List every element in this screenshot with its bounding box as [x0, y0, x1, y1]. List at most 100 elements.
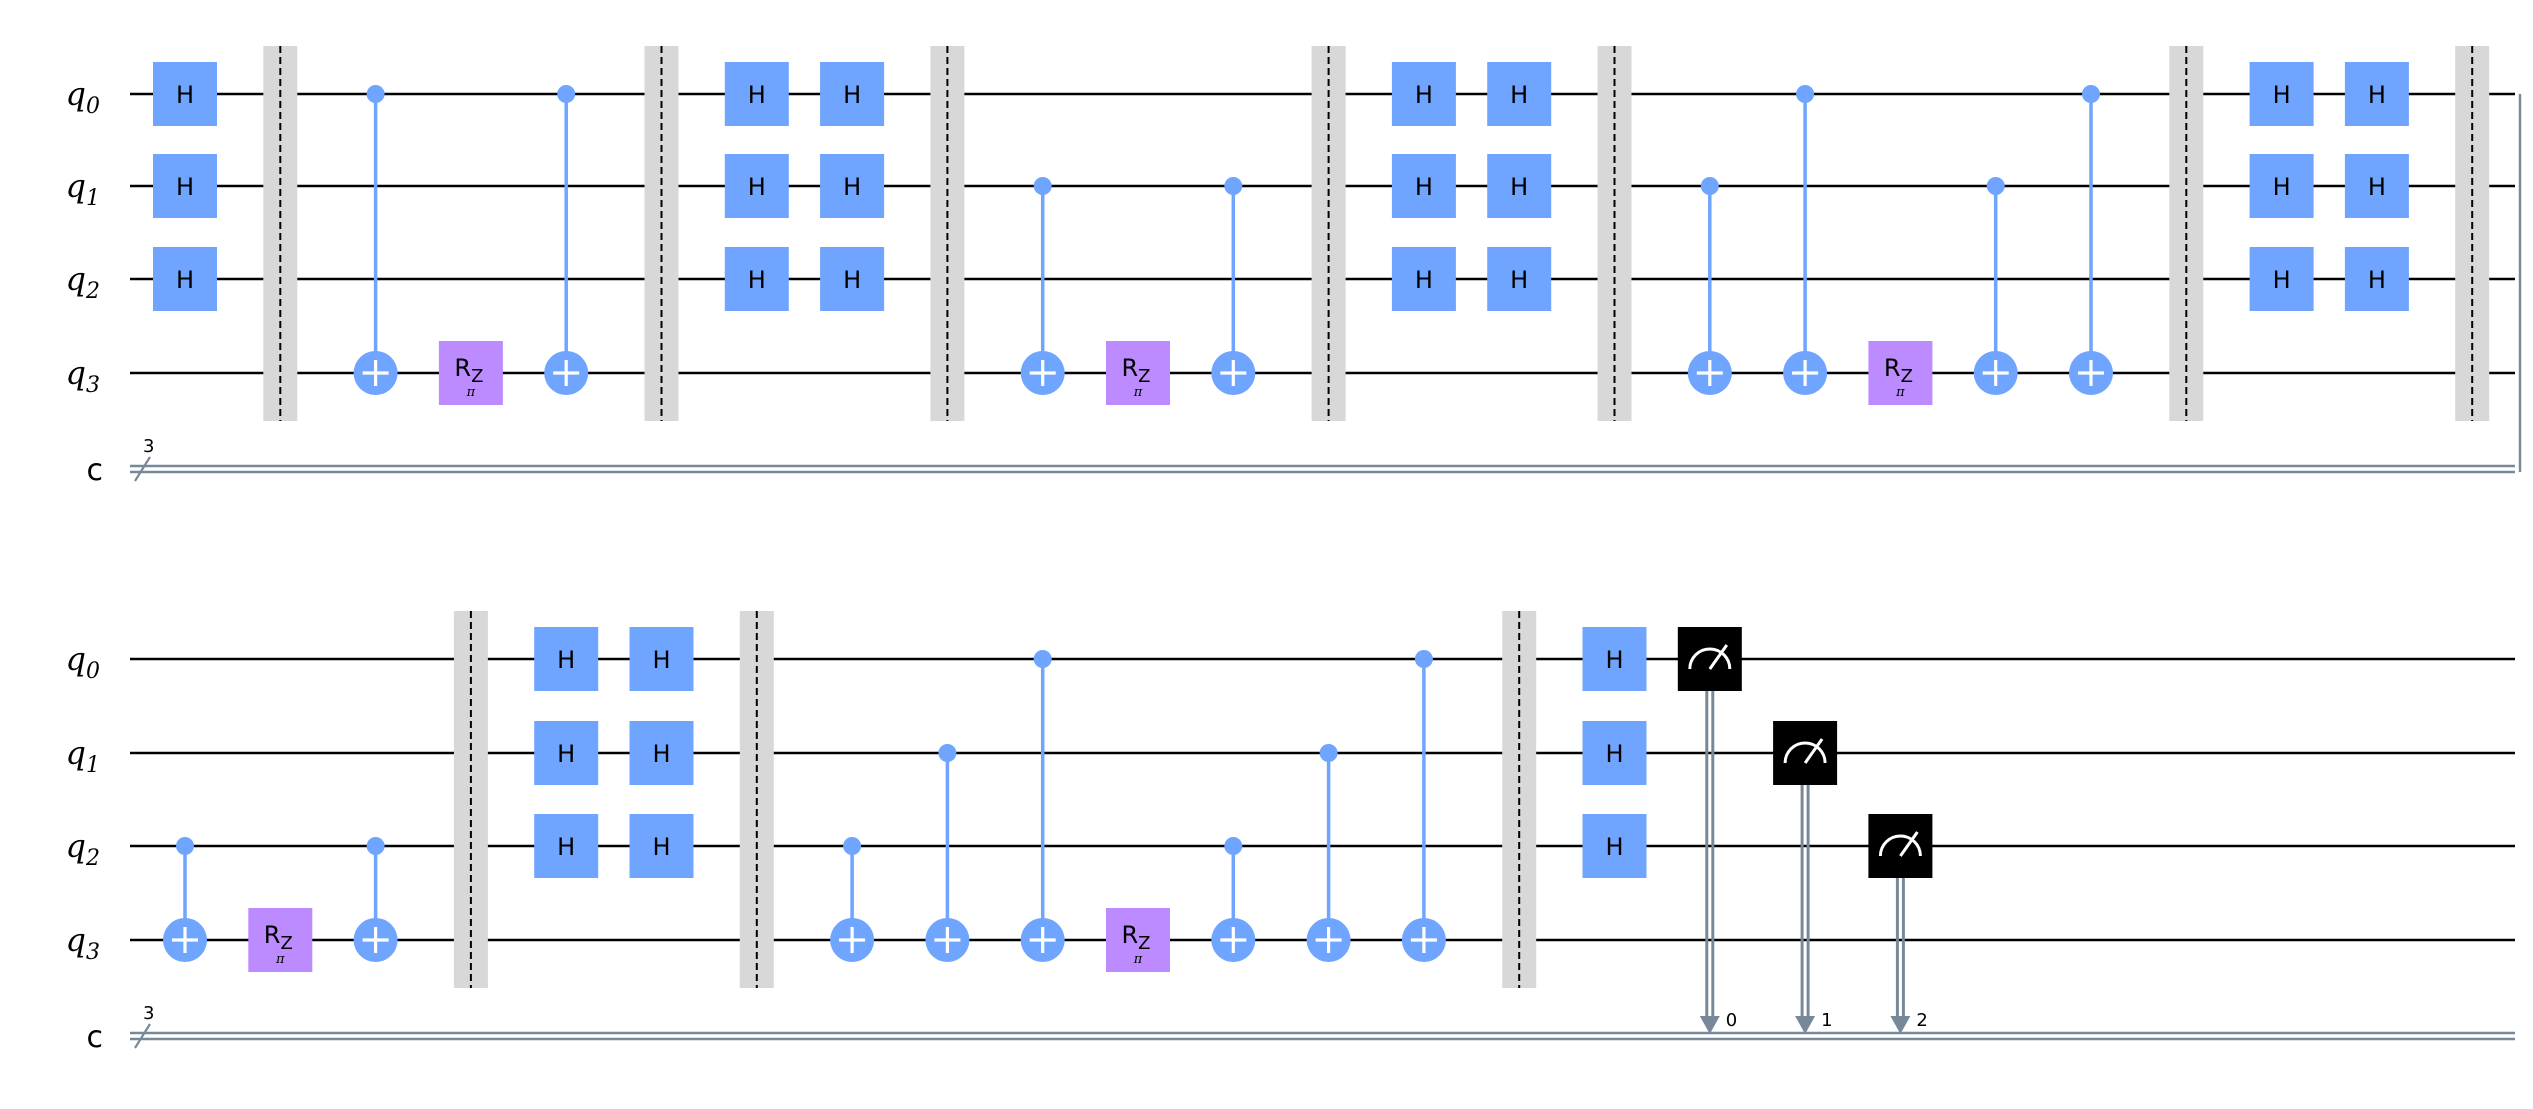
qubit-label: q3 [66, 921, 100, 965]
cnot-control-dot [938, 744, 957, 762]
hadamard-gate-label: H [1605, 740, 1623, 768]
hadamard-gate-label: H [2368, 266, 2386, 294]
cnot-control-dot [557, 85, 576, 103]
hadamard-gate [2249, 247, 2314, 311]
hadamard-gate-label: H [748, 173, 766, 201]
hadamard-gate-label: H [557, 833, 575, 861]
creg-size: 3 [143, 436, 154, 457]
creg-size-slash [134, 1023, 151, 1049]
hadamard-gate-label: H [748, 81, 766, 109]
hadamard-gate-label: H [2368, 173, 2386, 201]
measure-arrow [1890, 1016, 1911, 1034]
hadamard-gate [2344, 62, 2409, 126]
hadamard-gate [1487, 154, 1552, 218]
hadamard-gate [2344, 154, 2409, 218]
rz-gate [248, 908, 313, 972]
hadamard-gate-label: H [2273, 266, 2291, 294]
rz-gate-param: π [275, 952, 285, 967]
qubit-label: q2 [66, 260, 100, 304]
meter-icon [1688, 647, 1732, 670]
hadamard-gate-label: H [2273, 173, 2291, 201]
creg-label: c [87, 1020, 104, 1055]
measure-arrow [1699, 1016, 1720, 1034]
hadamard-gate-label: H [176, 173, 194, 201]
hadamard-gate [2344, 247, 2409, 311]
hadamard-gate-label: H [652, 833, 670, 861]
hadamard-gate [629, 814, 694, 878]
measure-cbit-index: 1 [1821, 1010, 1832, 1031]
hadamard-gate [1487, 247, 1552, 311]
hadamard-gate [724, 62, 789, 126]
rz-gate-label: RZ [454, 354, 483, 387]
hadamard-gate [153, 247, 217, 311]
hadamard-gate [153, 154, 217, 218]
rz-gate-label: RZ [264, 921, 293, 954]
hadamard-gate [153, 62, 217, 126]
hadamard-gate [1582, 627, 1647, 691]
cnot-control-dot [1033, 177, 1052, 195]
rz-gate [1868, 341, 1933, 405]
hadamard-gate-label: H [2273, 81, 2291, 109]
hadamard-gate-label: H [652, 740, 670, 768]
rz-gate [1106, 341, 1170, 405]
hadamard-gate [820, 154, 885, 218]
rz-gate [438, 341, 503, 405]
hadamard-gate-label: H [176, 81, 194, 109]
qubit-label: q3 [66, 354, 100, 398]
measure-cbit-index: 2 [1916, 1010, 1927, 1031]
hadamard-gate [1487, 62, 1552, 126]
cnot-control-dot [176, 837, 194, 855]
cnot-control-dot [2082, 85, 2100, 103]
qubit-label: q1 [66, 734, 100, 778]
measure-arrow [1795, 1016, 1816, 1034]
meter-needle-icon [1708, 644, 1729, 670]
hadamard-gate [2249, 62, 2314, 126]
hadamard-gate [534, 627, 599, 691]
qubit-label: q2 [66, 827, 100, 871]
hadamard-gate [724, 247, 789, 311]
rz-gate-label: RZ [1884, 354, 1913, 387]
hadamard-gate-label: H [1415, 81, 1433, 109]
hadamard-gate-label: H [748, 266, 766, 294]
hadamard-gate [1391, 247, 1456, 311]
hadamard-gate-label: H [557, 646, 575, 674]
hadamard-gate [2249, 154, 2314, 218]
cnot-control-dot [1414, 650, 1433, 668]
meter-needle-icon [1803, 738, 1824, 764]
meter-needle-icon [1899, 831, 1919, 857]
cnot-control-dot [1319, 744, 1338, 762]
hadamard-gate [534, 721, 599, 785]
measure-gate [1677, 627, 1742, 691]
hadamard-gate-label: H [1415, 173, 1433, 201]
cnot-control-dot [366, 85, 385, 103]
hadamard-gate-label: H [1510, 173, 1528, 201]
hadamard-gate-label: H [652, 646, 670, 674]
rz-gate-param: π [466, 385, 476, 400]
rz-gate-param: π [1133, 385, 1143, 400]
hadamard-gate [1391, 154, 1456, 218]
qubit-label: q0 [66, 75, 100, 119]
hadamard-gate-label: H [843, 173, 861, 201]
hadamard-gate-label: H [176, 266, 194, 294]
hadamard-gate-label: H [557, 740, 575, 768]
hadamard-gate-label: H [1605, 833, 1623, 861]
cnot-control-dot [1033, 650, 1052, 668]
measure-gate [1773, 721, 1838, 785]
cnot-control-dot [1986, 177, 2005, 195]
qubit-label: q0 [66, 640, 100, 684]
hadamard-gate [1391, 62, 1456, 126]
rz-gate-param: π [1895, 385, 1905, 400]
hadamard-gate [820, 62, 885, 126]
measure-cbit-index: 0 [1726, 1010, 1737, 1031]
hadamard-gate [820, 247, 885, 311]
cnot-control-dot [1796, 85, 1815, 103]
rz-gate [1106, 908, 1170, 972]
meter-icon [1783, 741, 1827, 764]
qubit-label: q1 [66, 167, 100, 211]
rz-gate-label: RZ [1121, 354, 1150, 387]
cnot-control-dot [1224, 837, 1243, 855]
creg-size-slash [134, 456, 151, 482]
